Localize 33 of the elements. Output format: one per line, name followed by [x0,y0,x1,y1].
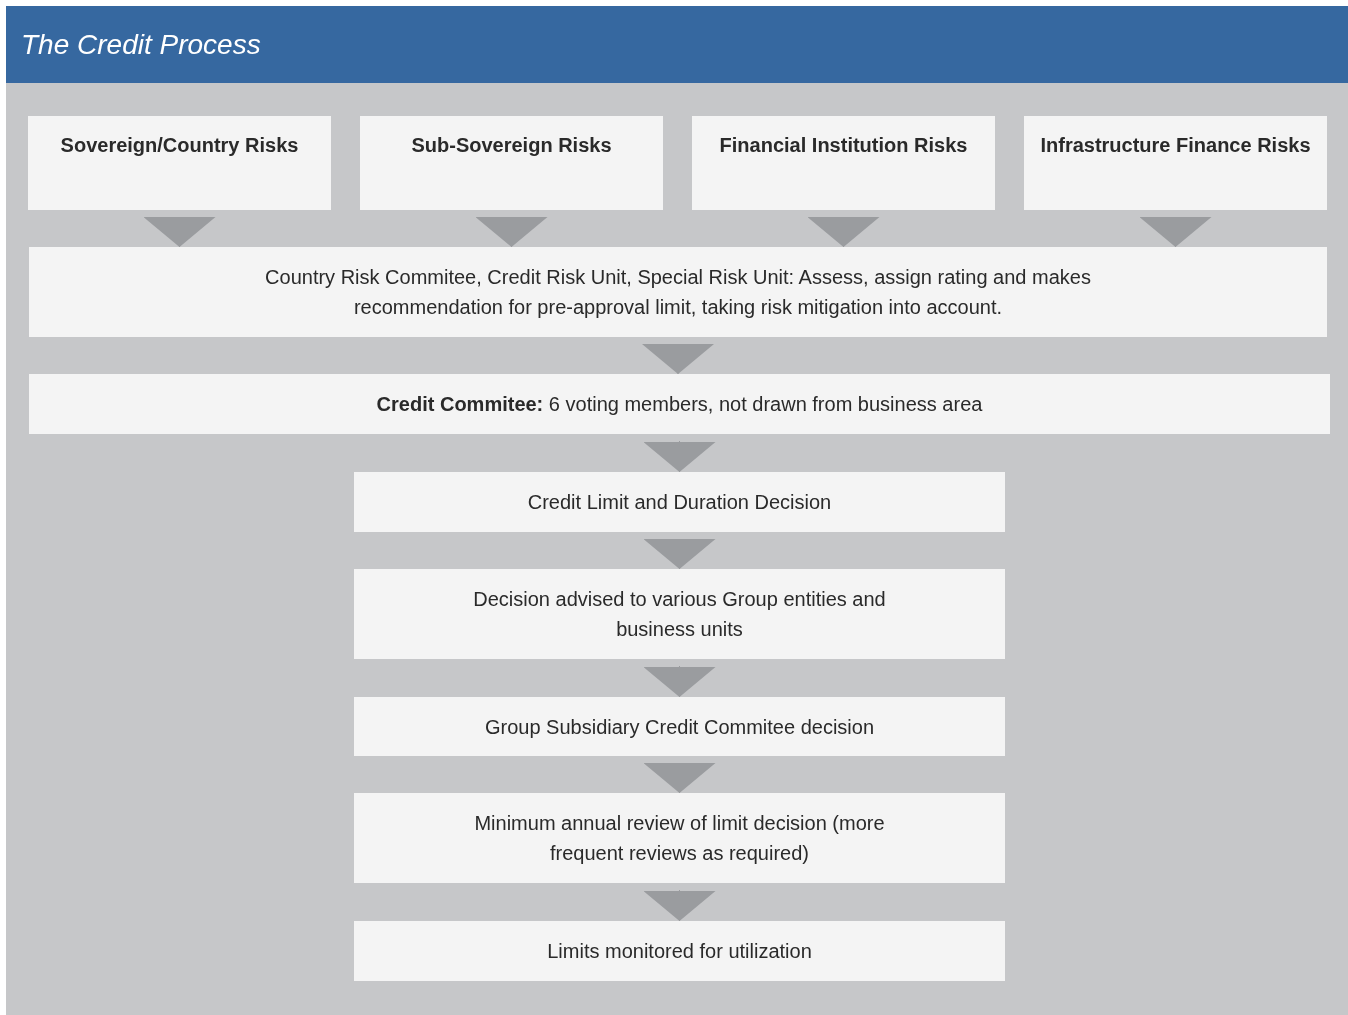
box-text: Group Subsidiary Credit Commitee decision [484,714,875,740]
title: The Credit Process [21,27,261,62]
process-box [28,116,331,210]
process-box [354,793,1005,883]
arrow [643,889,716,922]
process-box [360,116,663,210]
arrow [475,216,548,248]
box-text: Sub-Sovereign Risks [411,133,612,158]
process-box [29,247,1327,337]
arrow [643,665,716,698]
box-text: Minimum annual review of limit decision (more frequent reviews as required) [473,811,886,866]
arrow [143,216,216,248]
arrow [643,440,716,473]
process-box [354,921,1005,981]
arrow [643,762,716,794]
box-text: Sovereign/Country Risks [60,133,299,158]
arrow [1139,216,1212,248]
box-text: Credit Limit and Duration Decision [527,490,832,515]
process-box [354,472,1005,532]
arrow [643,538,716,570]
process-box [354,569,1005,659]
process-box [354,697,1005,756]
box-text: Country Risk Commitee, Credit Risk Unit, Special Risk Unit: Assess, assign rating and makes recommendation for pre-approval limit, taking risk mitigation into account. [264,265,1092,320]
process-box [29,374,1330,434]
process-box [692,116,995,210]
box-text: Infrastructure Finance Risks [1040,133,1311,158]
box-text: Decision advised to various Group entities and business units [472,587,887,642]
box-text: Credit Commitee: 6 voting members, not drawn from business area [376,392,983,417]
arrow [807,216,880,248]
arrow [642,343,714,375]
box-text: Limits monitored for utilization [547,939,812,964]
process-box [1024,116,1327,210]
box-text: Financial Institution Risks [719,133,968,158]
